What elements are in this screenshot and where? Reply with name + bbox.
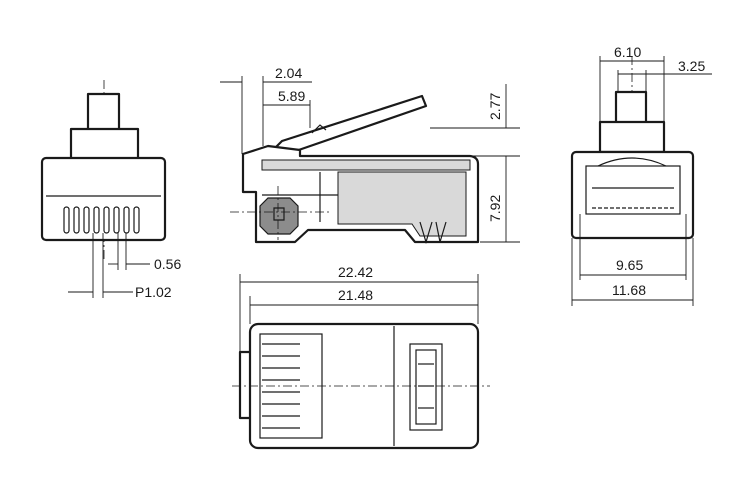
front-contact-slots	[63, 206, 140, 234]
top-window-inner	[415, 349, 437, 425]
top-contacts	[262, 343, 300, 429]
front-latch-base	[69, 127, 140, 161]
contact-slot	[123, 206, 130, 234]
side-contact-blade	[259, 197, 299, 235]
end-inner-opening	[585, 165, 681, 215]
dim-side-offset-small: 2.04	[275, 65, 302, 81]
dim-top-body-length: 21.48	[338, 287, 373, 303]
contact-slot	[63, 206, 70, 234]
contact-slot	[83, 206, 90, 234]
dim-end-inner-width: 9.65	[616, 257, 643, 273]
end-view: 6.10 3.25 9.65 11.68	[570, 44, 712, 306]
dim-front-pitch: P1.02	[135, 284, 172, 300]
front-latch-tab	[86, 92, 121, 132]
dim-side-body-height: 7.92	[487, 195, 503, 222]
dim-end-latch-inner: 3.25	[678, 58, 705, 74]
end-body	[570, 150, 695, 240]
contact-slot	[133, 206, 140, 234]
dim-top-overall-length: 22.42	[338, 264, 373, 280]
end-inner-arc	[597, 157, 667, 167]
contact-slot	[103, 206, 110, 234]
front-view: 0.56 P1.02	[40, 80, 181, 300]
dim-end-outer-width: 11.68	[612, 282, 646, 298]
side-inner-cavity	[337, 171, 467, 237]
contact-slot	[73, 206, 80, 234]
side-contact-detail	[273, 207, 285, 221]
dim-front-slot-width: 0.56	[154, 256, 181, 272]
dim-end-latch-width: 6.10	[614, 44, 641, 60]
side-view: 2.04 5.89 2.77 7.92	[220, 65, 520, 245]
side-bottom-tab	[435, 221, 447, 243]
side-bottom-tab	[419, 221, 433, 245]
contact-slot	[113, 206, 120, 234]
end-latch-tab	[614, 90, 648, 126]
end-latch-base	[598, 120, 666, 154]
side-inner-strip	[261, 159, 471, 171]
contact-slot	[93, 206, 100, 234]
dim-side-latch-height: 2.77	[487, 93, 503, 120]
top-window	[409, 343, 443, 431]
side-latch-detail	[311, 124, 327, 134]
dim-side-offset: 5.89	[278, 88, 305, 104]
top-view: 22.42 21.48	[232, 264, 490, 450]
